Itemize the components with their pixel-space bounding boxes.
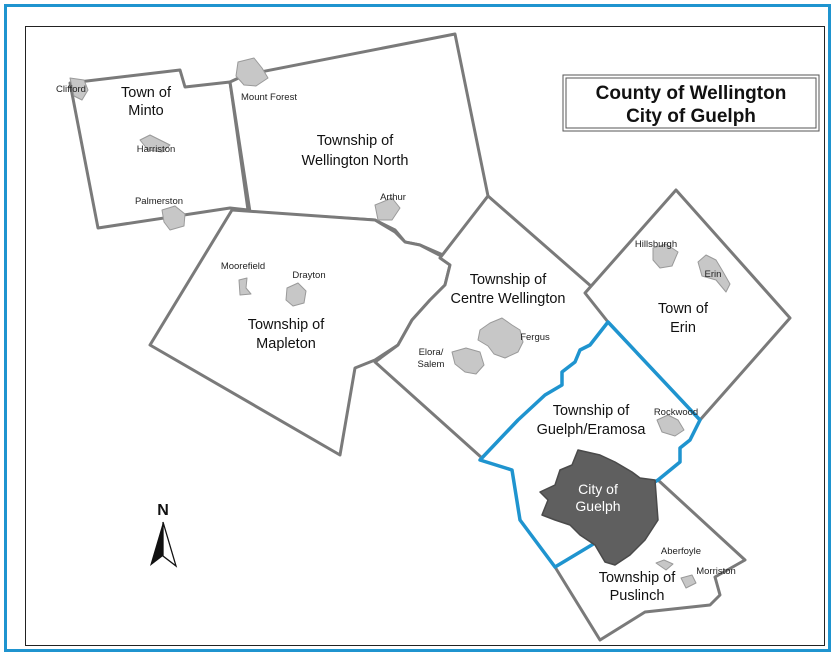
label-erin-1: Town of <box>658 301 709 317</box>
settlement-moorefield[interactable] <box>238 277 252 296</box>
label-puslinch-2: Puslinch <box>610 588 665 604</box>
label-fergus: Fergus <box>520 332 550 343</box>
settlement-harriston[interactable] <box>139 134 171 153</box>
map-title: County of Wellington City of Guelph <box>562 74 820 132</box>
north-arrow-icon: N <box>150 502 178 568</box>
label-arthur: Arthur <box>380 192 406 203</box>
label-clifford: Clifford <box>56 84 86 95</box>
label-wellington-north-2: Wellington North <box>302 153 409 169</box>
settlement-erin[interactable] <box>697 254 731 293</box>
label-guelph-1: City of <box>578 481 618 497</box>
map-title-line1: County of Wellington <box>596 83 787 104</box>
label-mapleton-2: Mapleton <box>256 336 316 352</box>
settlement-hillsburgh[interactable] <box>652 243 679 269</box>
label-harriston: Harriston <box>137 144 176 155</box>
map-inner-frame <box>25 26 825 646</box>
label-puslinch-1: Township of <box>599 570 677 586</box>
settlement-elora-salem[interactable] <box>451 347 485 375</box>
label-guelph-2: Guelph <box>575 498 620 514</box>
label-mount-forest: Mount Forest <box>241 92 297 103</box>
label-aberfoyle: Aberfoyle <box>661 546 701 557</box>
label-guelph-eramosa-2: Guelph/Eramosa <box>537 422 647 438</box>
label-erin-village: Erin <box>705 269 722 280</box>
label-hillsburgh: Hillsburgh <box>635 239 677 250</box>
label-mapleton-1: Township of <box>248 317 326 333</box>
label-minto-1: Town of <box>121 85 172 101</box>
label-elora-2: Salem <box>418 359 445 370</box>
settlement-mount-forest[interactable] <box>235 57 269 87</box>
label-drayton: Drayton <box>292 270 325 281</box>
map-title-line2: City of Guelph <box>626 106 756 127</box>
label-minto-2: Minto <box>128 103 163 119</box>
settlement-rockwood[interactable] <box>656 414 685 437</box>
label-wellington-north-1: Township of <box>317 133 395 149</box>
settlement-fergus[interactable] <box>477 317 524 359</box>
area-city-of-guelph[interactable] <box>539 449 659 566</box>
settlement-morriston[interactable] <box>680 574 697 589</box>
label-rockwood: Rockwood <box>654 407 698 418</box>
area-township-of-guelph-eramosa[interactable] <box>478 320 702 569</box>
settlement-palmerston[interactable] <box>161 205 186 231</box>
label-moorefield: Moorefield <box>221 261 265 272</box>
label-morriston: Morriston <box>696 566 736 577</box>
label-palmerston: Palmerston <box>135 196 183 207</box>
settlement-clifford[interactable] <box>69 77 89 101</box>
label-centre-wellington-2: Centre Wellington <box>451 291 566 307</box>
label-erin-2: Erin <box>670 320 696 336</box>
label-centre-wellington-1: Township of <box>470 272 548 288</box>
settlement-arthur[interactable] <box>374 197 401 221</box>
label-guelph-eramosa-1: Township of <box>553 403 631 419</box>
settlement-aberfoyle[interactable] <box>655 559 674 571</box>
north-label: N <box>157 502 169 519</box>
label-elora-1: Elora/ <box>419 347 444 358</box>
settlement-drayton[interactable] <box>285 282 307 307</box>
